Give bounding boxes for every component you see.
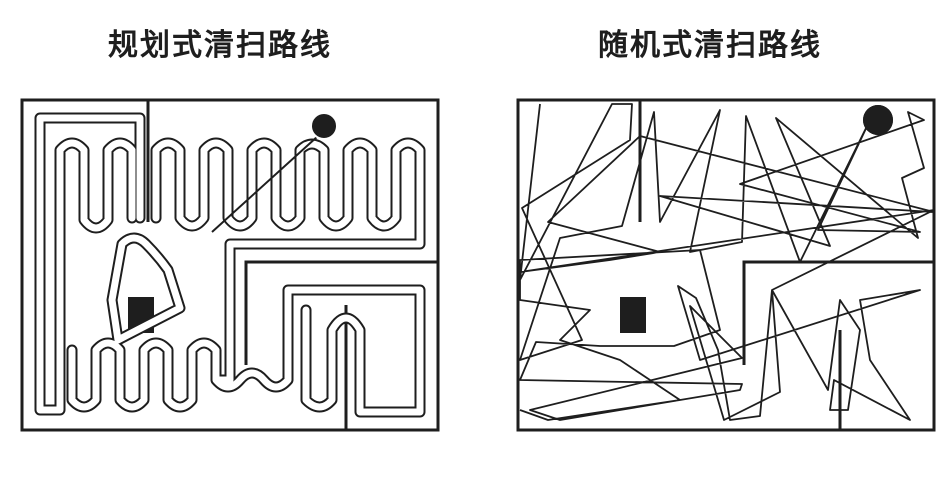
random-room-walls <box>638 100 934 430</box>
watermark-text: 风闻社区@财经新知 <box>775 452 937 473</box>
random-route-diagram <box>516 98 936 432</box>
random-route-title: 随机式清扫路线 <box>598 28 822 63</box>
planned-room-walls <box>146 100 438 430</box>
random-obstacle <box>620 297 646 333</box>
random-room-border <box>516 98 936 432</box>
planned-route-title: 规划式清扫路线 <box>108 28 332 63</box>
planned-room-border <box>20 98 440 432</box>
random-cleaning-path <box>519 103 935 421</box>
planned-route-diagram <box>20 98 440 432</box>
